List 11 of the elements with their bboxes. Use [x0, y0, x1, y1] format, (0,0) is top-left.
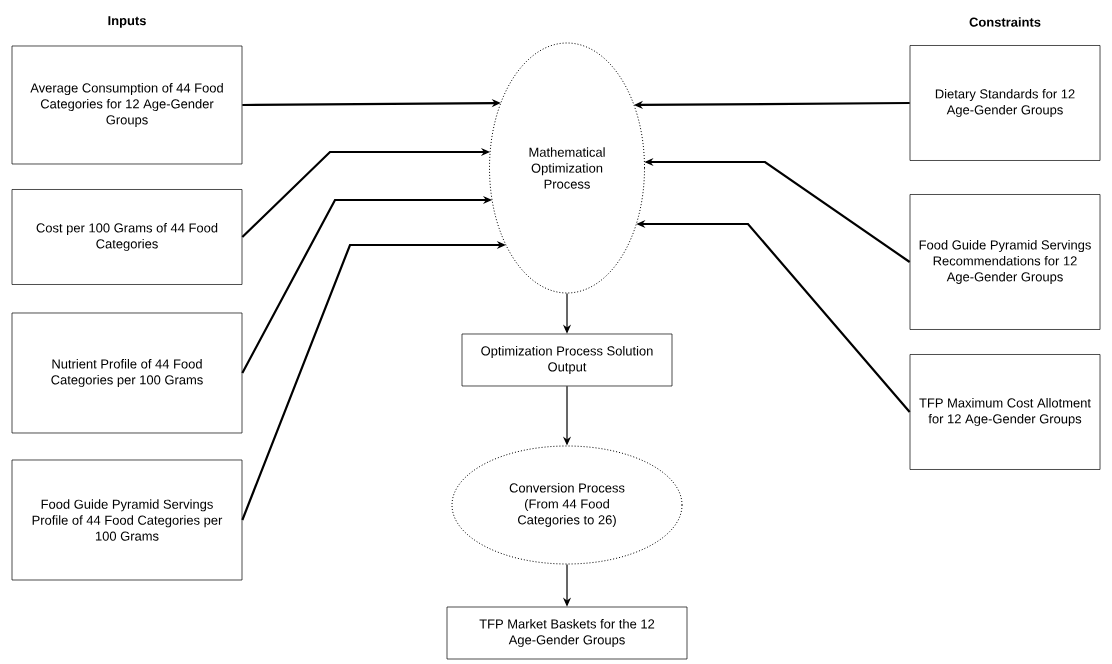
text-box: Cost per 100 Grams of 44 Food Categories — [11, 189, 243, 285]
text-box: Dietary Standards for 12 Age-Gender Groups — [909, 45, 1101, 161]
text-box: Food Guide Pyramid Servings Recommendations for 12 Age-Gender Groups — [909, 194, 1101, 330]
text-box: TFP Market Baskets for the 12 Age-Gender Groups — [446, 606, 688, 660]
heading: Constraints — [969, 17, 1041, 27]
text-box: Food Guide Pyramid Servings Profile of 44 Food Categories per 100 Grams — [11, 459, 243, 581]
heading: Inputs — [108, 16, 146, 28]
text-box: TFP Maximum Cost Allotment for 12 Age-Gender Groups — [909, 354, 1101, 470]
text-box: Nutrient Profile of 44 Food Categories per 100 Grams — [11, 312, 243, 434]
text-box: Optimization Process Solution Output — [461, 333, 673, 387]
text-box: Average Consumption of 44 Food Categories for 12 Age-Gender Groups — [11, 45, 243, 165]
